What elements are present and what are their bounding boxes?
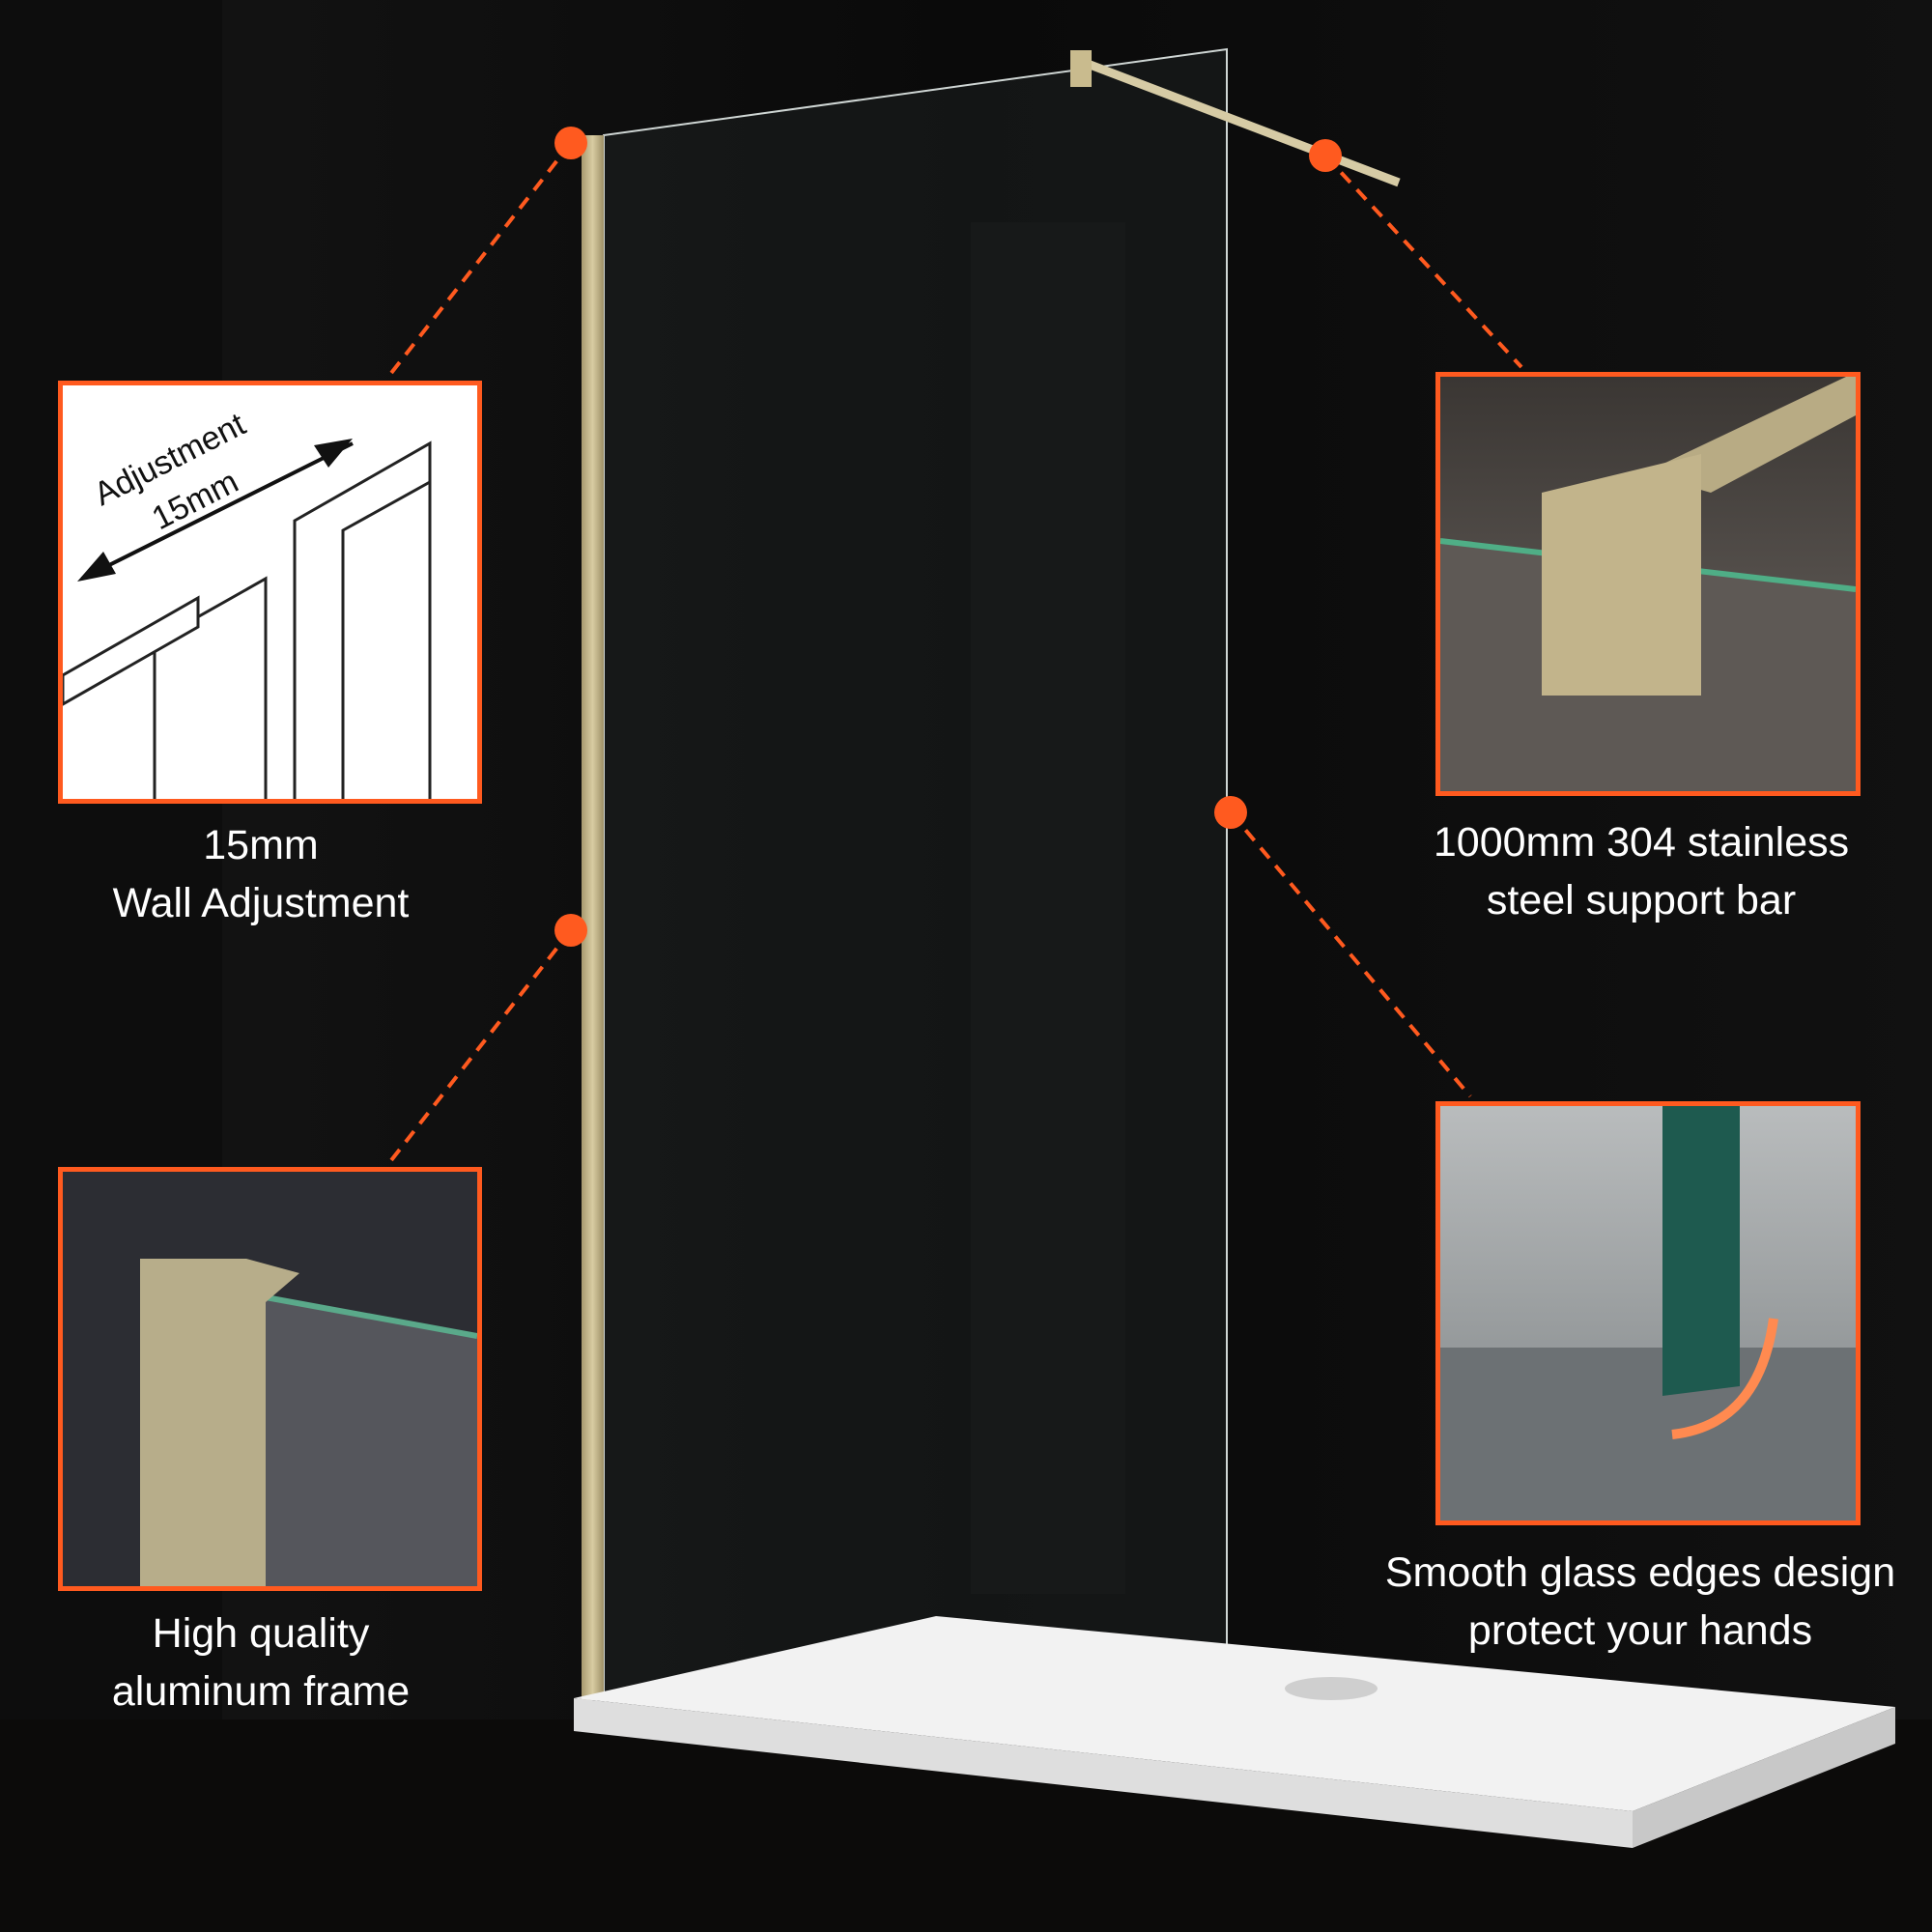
callout-dot: [554, 127, 587, 159]
adjustment-diagram: Adjustment 15mm: [63, 406, 432, 799]
shower-column: [971, 222, 1125, 1594]
caption-glass-edges: Smooth glass edges design protect your h…: [1384, 1549, 1896, 1654]
callout-dot: [1214, 796, 1247, 829]
caption-wall-adjustment: 15mm Wall Adjustment: [112, 822, 410, 926]
support-bar-detail: [1435, 372, 1861, 796]
frame-image: [140, 1259, 299, 1586]
caption-support-bar: 1000mm 304 stainless steel support bar: [1433, 819, 1850, 923]
glass-panel: [603, 47, 1228, 1764]
drain: [1285, 1677, 1378, 1700]
aluminum-frame-detail: [58, 1167, 482, 1591]
support-bar-bracket: [1070, 50, 1092, 87]
caption-aluminum-frame: High quality aluminum frame: [111, 1610, 411, 1715]
glass-edges-detail: [1435, 1101, 1861, 1525]
shower-tray: [574, 1616, 1895, 1811]
support-bar: [1070, 53, 1401, 187]
wall-adjustment-detail: Adjustment 15mm: [58, 381, 482, 804]
callout-dot: [1309, 139, 1342, 172]
gold-wall-profile: [582, 135, 604, 1700]
callout-lines: [386, 141, 1523, 1166]
curved-arrow-icon: [1671, 1318, 1778, 1439]
callout-dot: [554, 914, 587, 947]
glass-edge-image: [1662, 1106, 1740, 1396]
bracket-image: [1542, 454, 1701, 696]
adjustment-arrow: [81, 441, 354, 581]
